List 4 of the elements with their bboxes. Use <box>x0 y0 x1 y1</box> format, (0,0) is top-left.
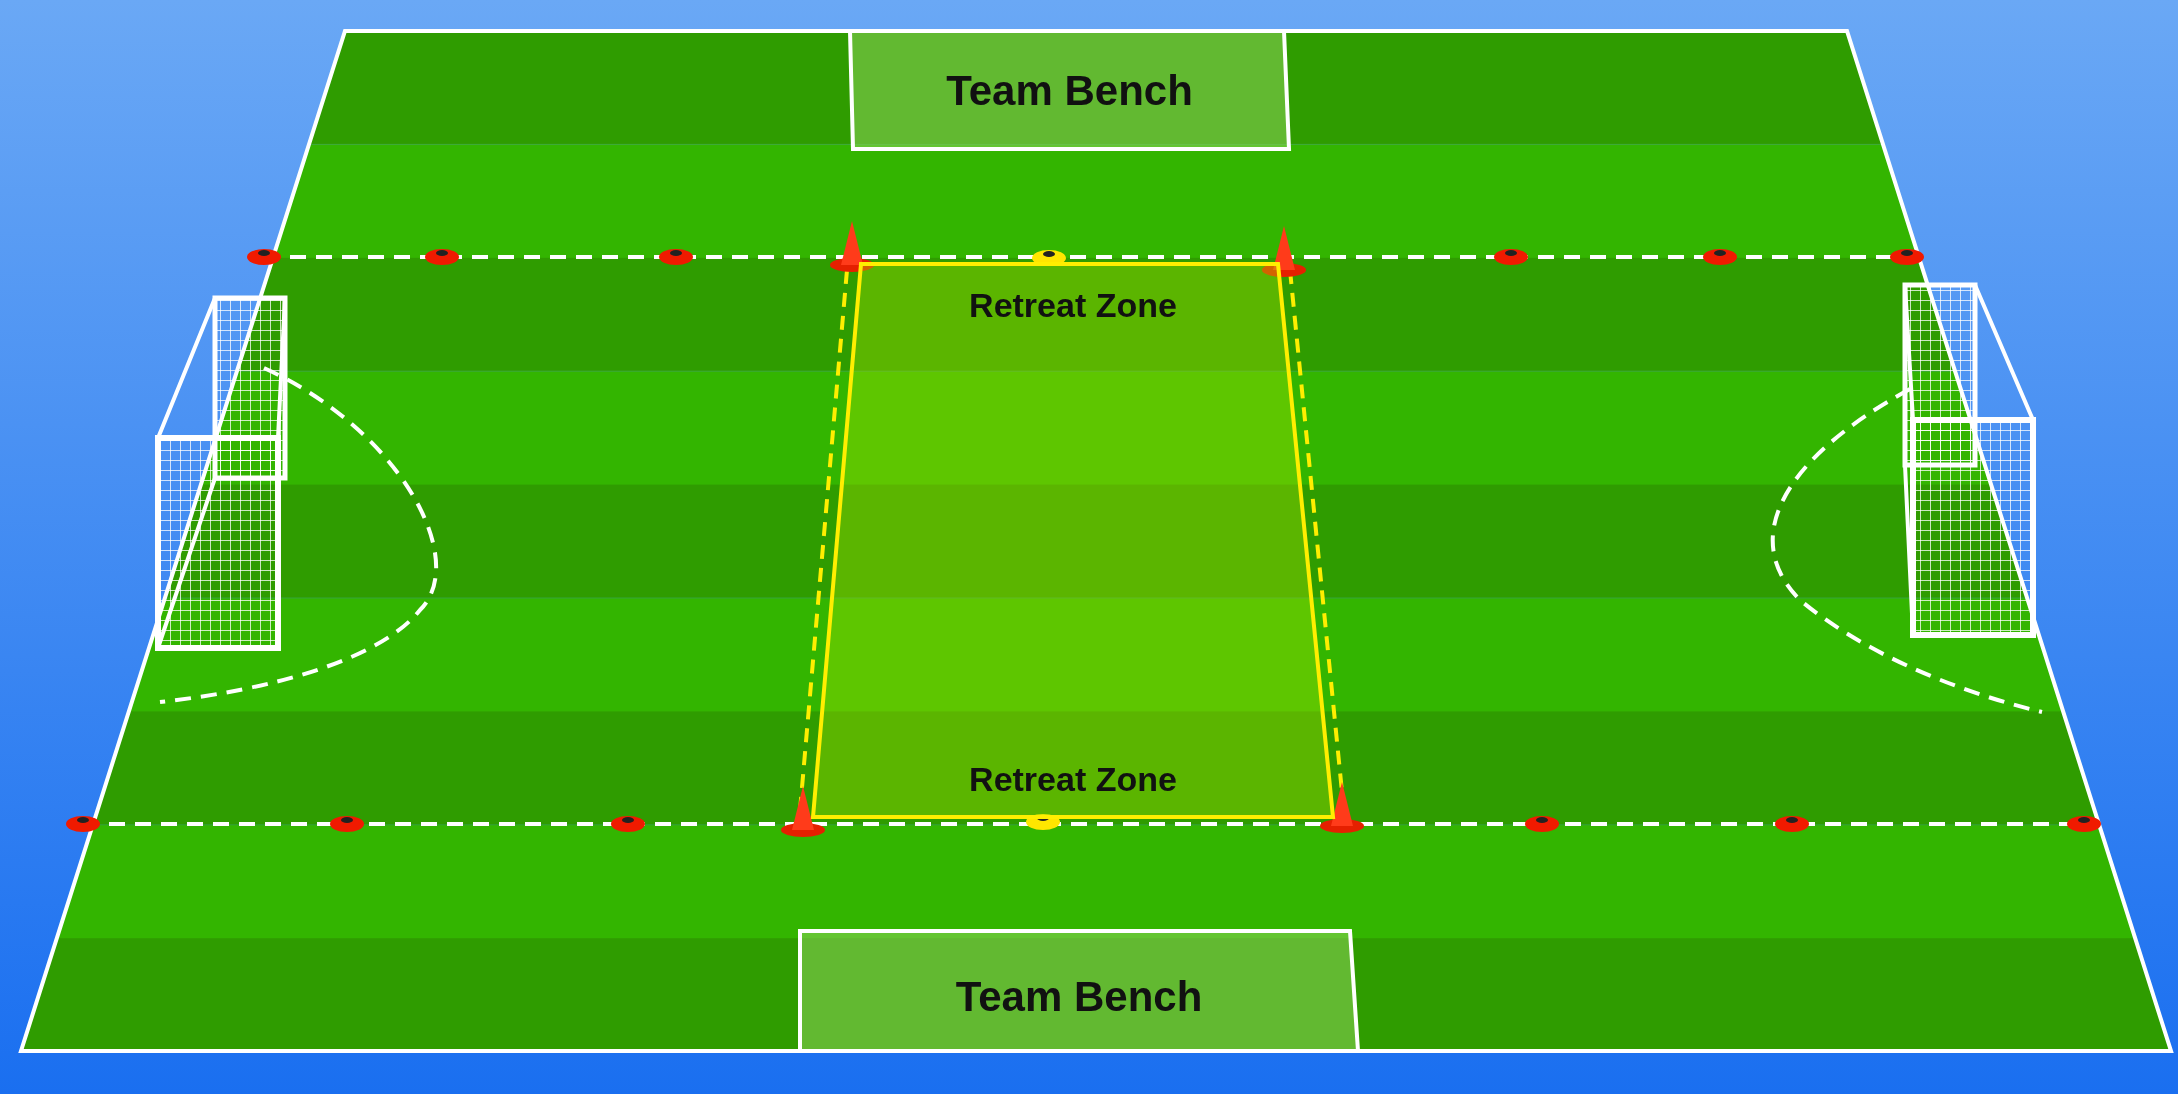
bench-label: Team Bench <box>946 67 1193 115</box>
bench-label: Team Bench <box>955 973 1203 1021</box>
zone-label: Retreat Zone <box>969 760 1177 799</box>
zone-label: Retreat Zone <box>969 286 1177 325</box>
